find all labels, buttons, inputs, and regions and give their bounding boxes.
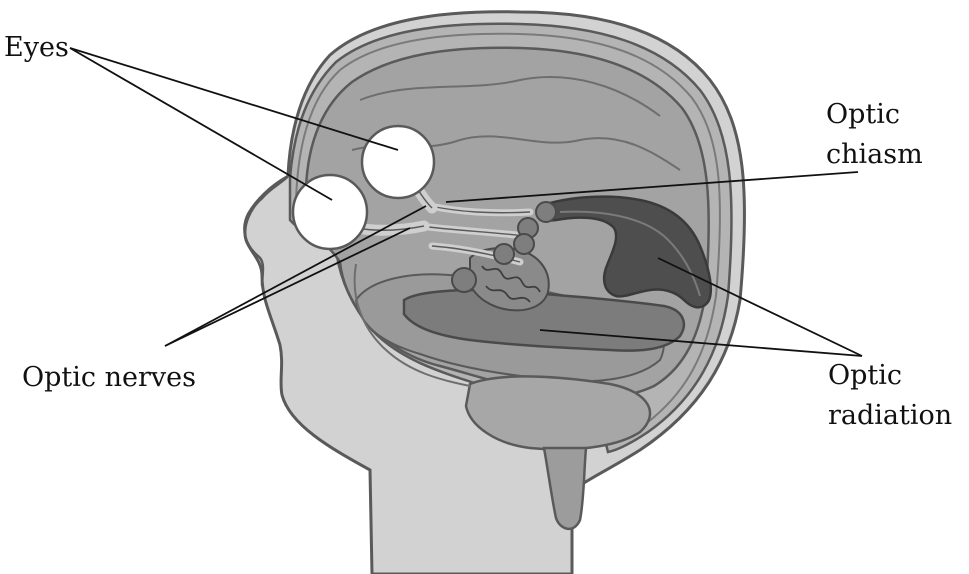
label-optic-chiasm: Optic chiasm [826, 95, 923, 175]
eye-lower [293, 175, 367, 249]
eye-upper [362, 126, 434, 198]
cerebellum [466, 376, 650, 449]
nucleus-bulb [514, 234, 534, 254]
label-optic-chiasm-line1: Optic [826, 95, 923, 135]
nucleus-bulb [494, 244, 514, 264]
nucleus-bulb [452, 268, 476, 292]
label-optic-radiation-line2: radiation [828, 396, 952, 436]
nucleus-bulb [536, 202, 556, 222]
label-optic-radiation: Optic radiation [828, 356, 952, 436]
leader-line-eyes-lower [70, 48, 332, 200]
label-optic-nerves: Optic nerves [22, 358, 196, 398]
label-eyes: Eyes [4, 28, 69, 68]
label-optic-chiasm-line2: chiasm [826, 135, 923, 175]
label-optic-radiation-line1: Optic [828, 356, 952, 396]
